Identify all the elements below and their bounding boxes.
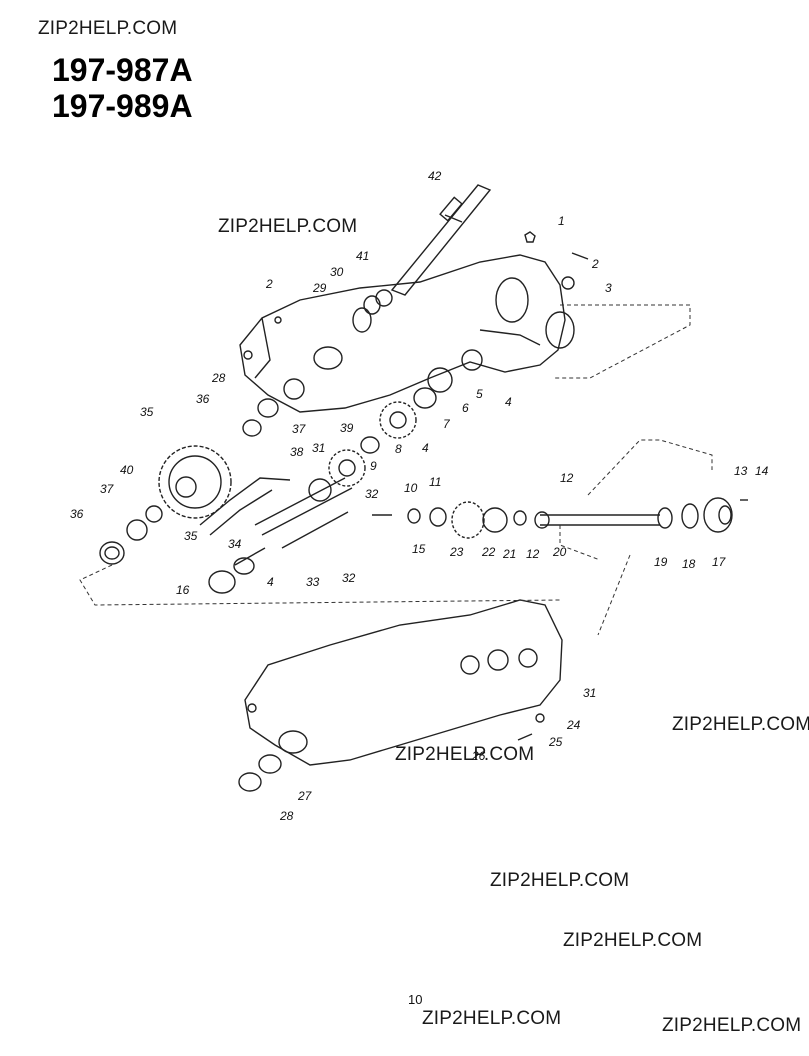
part-label-32: 32 [342, 571, 356, 585]
part-label-6: 6 [462, 401, 469, 415]
watermark-text: ZIP2HELP.COM [218, 216, 358, 237]
part-label-35: 35 [140, 405, 154, 419]
watermark-text: ZIP2HELP.COM [422, 1008, 562, 1029]
part-label-36: 36 [196, 392, 210, 406]
part-label-16: 16 [176, 583, 190, 597]
part-label-10: 10 [404, 481, 418, 495]
chain [199, 477, 291, 536]
part-label-9: 9 [370, 459, 377, 473]
part-label-15: 15 [412, 542, 426, 556]
part-label-29: 29 [312, 281, 327, 295]
part-label-33: 33 [306, 575, 320, 589]
large-gear [158, 445, 232, 519]
part-label-29: 29 [0, 0, 14, 3]
shift-lever [390, 184, 492, 296]
part-label-2: 2 [591, 257, 599, 271]
part-label-30: 30 [330, 265, 344, 279]
watermark-text: ZIP2HELP.COM [38, 18, 178, 39]
part-label-35: 35 [184, 529, 198, 543]
part-label-28: 28 [279, 809, 294, 823]
part-label-1: 1 [558, 214, 565, 228]
part-label-36: 36 [70, 507, 84, 521]
part-label-5: 5 [476, 387, 483, 401]
watermark-text: ZIP2HELP.COM [563, 930, 703, 951]
part-label-13: 13 [734, 464, 748, 478]
part-label-28: 28 [211, 371, 226, 385]
part-label-39: 39 [340, 421, 354, 435]
part-label-26: 26 [471, 749, 486, 763]
part-label-19: 19 [654, 555, 668, 569]
part-label-12: 12 [526, 547, 540, 561]
part-label-2: 2 [265, 277, 273, 291]
watermark-text: ZIP2HELP.COM [662, 1015, 802, 1036]
part-label-27: 27 [297, 789, 313, 803]
part-label-3: 3 [605, 281, 612, 295]
page-number: 10 [408, 992, 423, 1007]
main-shaft [540, 514, 660, 526]
part-label-20: 20 [552, 545, 567, 559]
part-label-23: 23 [449, 545, 464, 559]
part-label-8: 8 [395, 442, 402, 456]
part-label-11: 11 [429, 475, 441, 489]
part-label-38: 38 [290, 445, 304, 459]
part-label-31: 31 [312, 441, 325, 455]
watermark-text: ZIP2HELP.COM [672, 714, 809, 735]
part-label-25: 25 [548, 735, 563, 749]
part-label-21: 21 [502, 547, 516, 561]
upper-housing [239, 254, 566, 413]
watermark-text: ZIP2HELP.COM [490, 870, 630, 891]
part-label-24: 24 [566, 718, 581, 732]
part-label-41: 41 [356, 249, 369, 263]
part-label-4: 4 [505, 395, 512, 409]
watermark-text: ZIP2HELP.COM [395, 744, 535, 765]
part-label-4: 4 [422, 441, 429, 455]
part-label-34: 34 [228, 537, 242, 551]
part-label-14: 14 [755, 464, 769, 478]
part-label-42: 42 [428, 169, 442, 183]
part-label-7: 7 [443, 417, 451, 431]
model-number-2: 197-989A [52, 88, 193, 124]
model-number-1: 197-987A [52, 52, 193, 88]
part-label-12: 12 [560, 471, 574, 485]
part-label-17: 17 [712, 555, 727, 569]
lower-housing [244, 599, 563, 766]
part-label-37: 37 [100, 482, 115, 496]
part-label-40: 40 [120, 463, 134, 477]
part-label-4: 4 [267, 575, 274, 589]
part-label-18: 18 [682, 557, 696, 571]
part-label-31: 31 [583, 686, 596, 700]
part-label-32: 32 [365, 487, 379, 501]
part-label-22: 22 [481, 545, 496, 559]
part-label-37: 37 [292, 422, 307, 436]
